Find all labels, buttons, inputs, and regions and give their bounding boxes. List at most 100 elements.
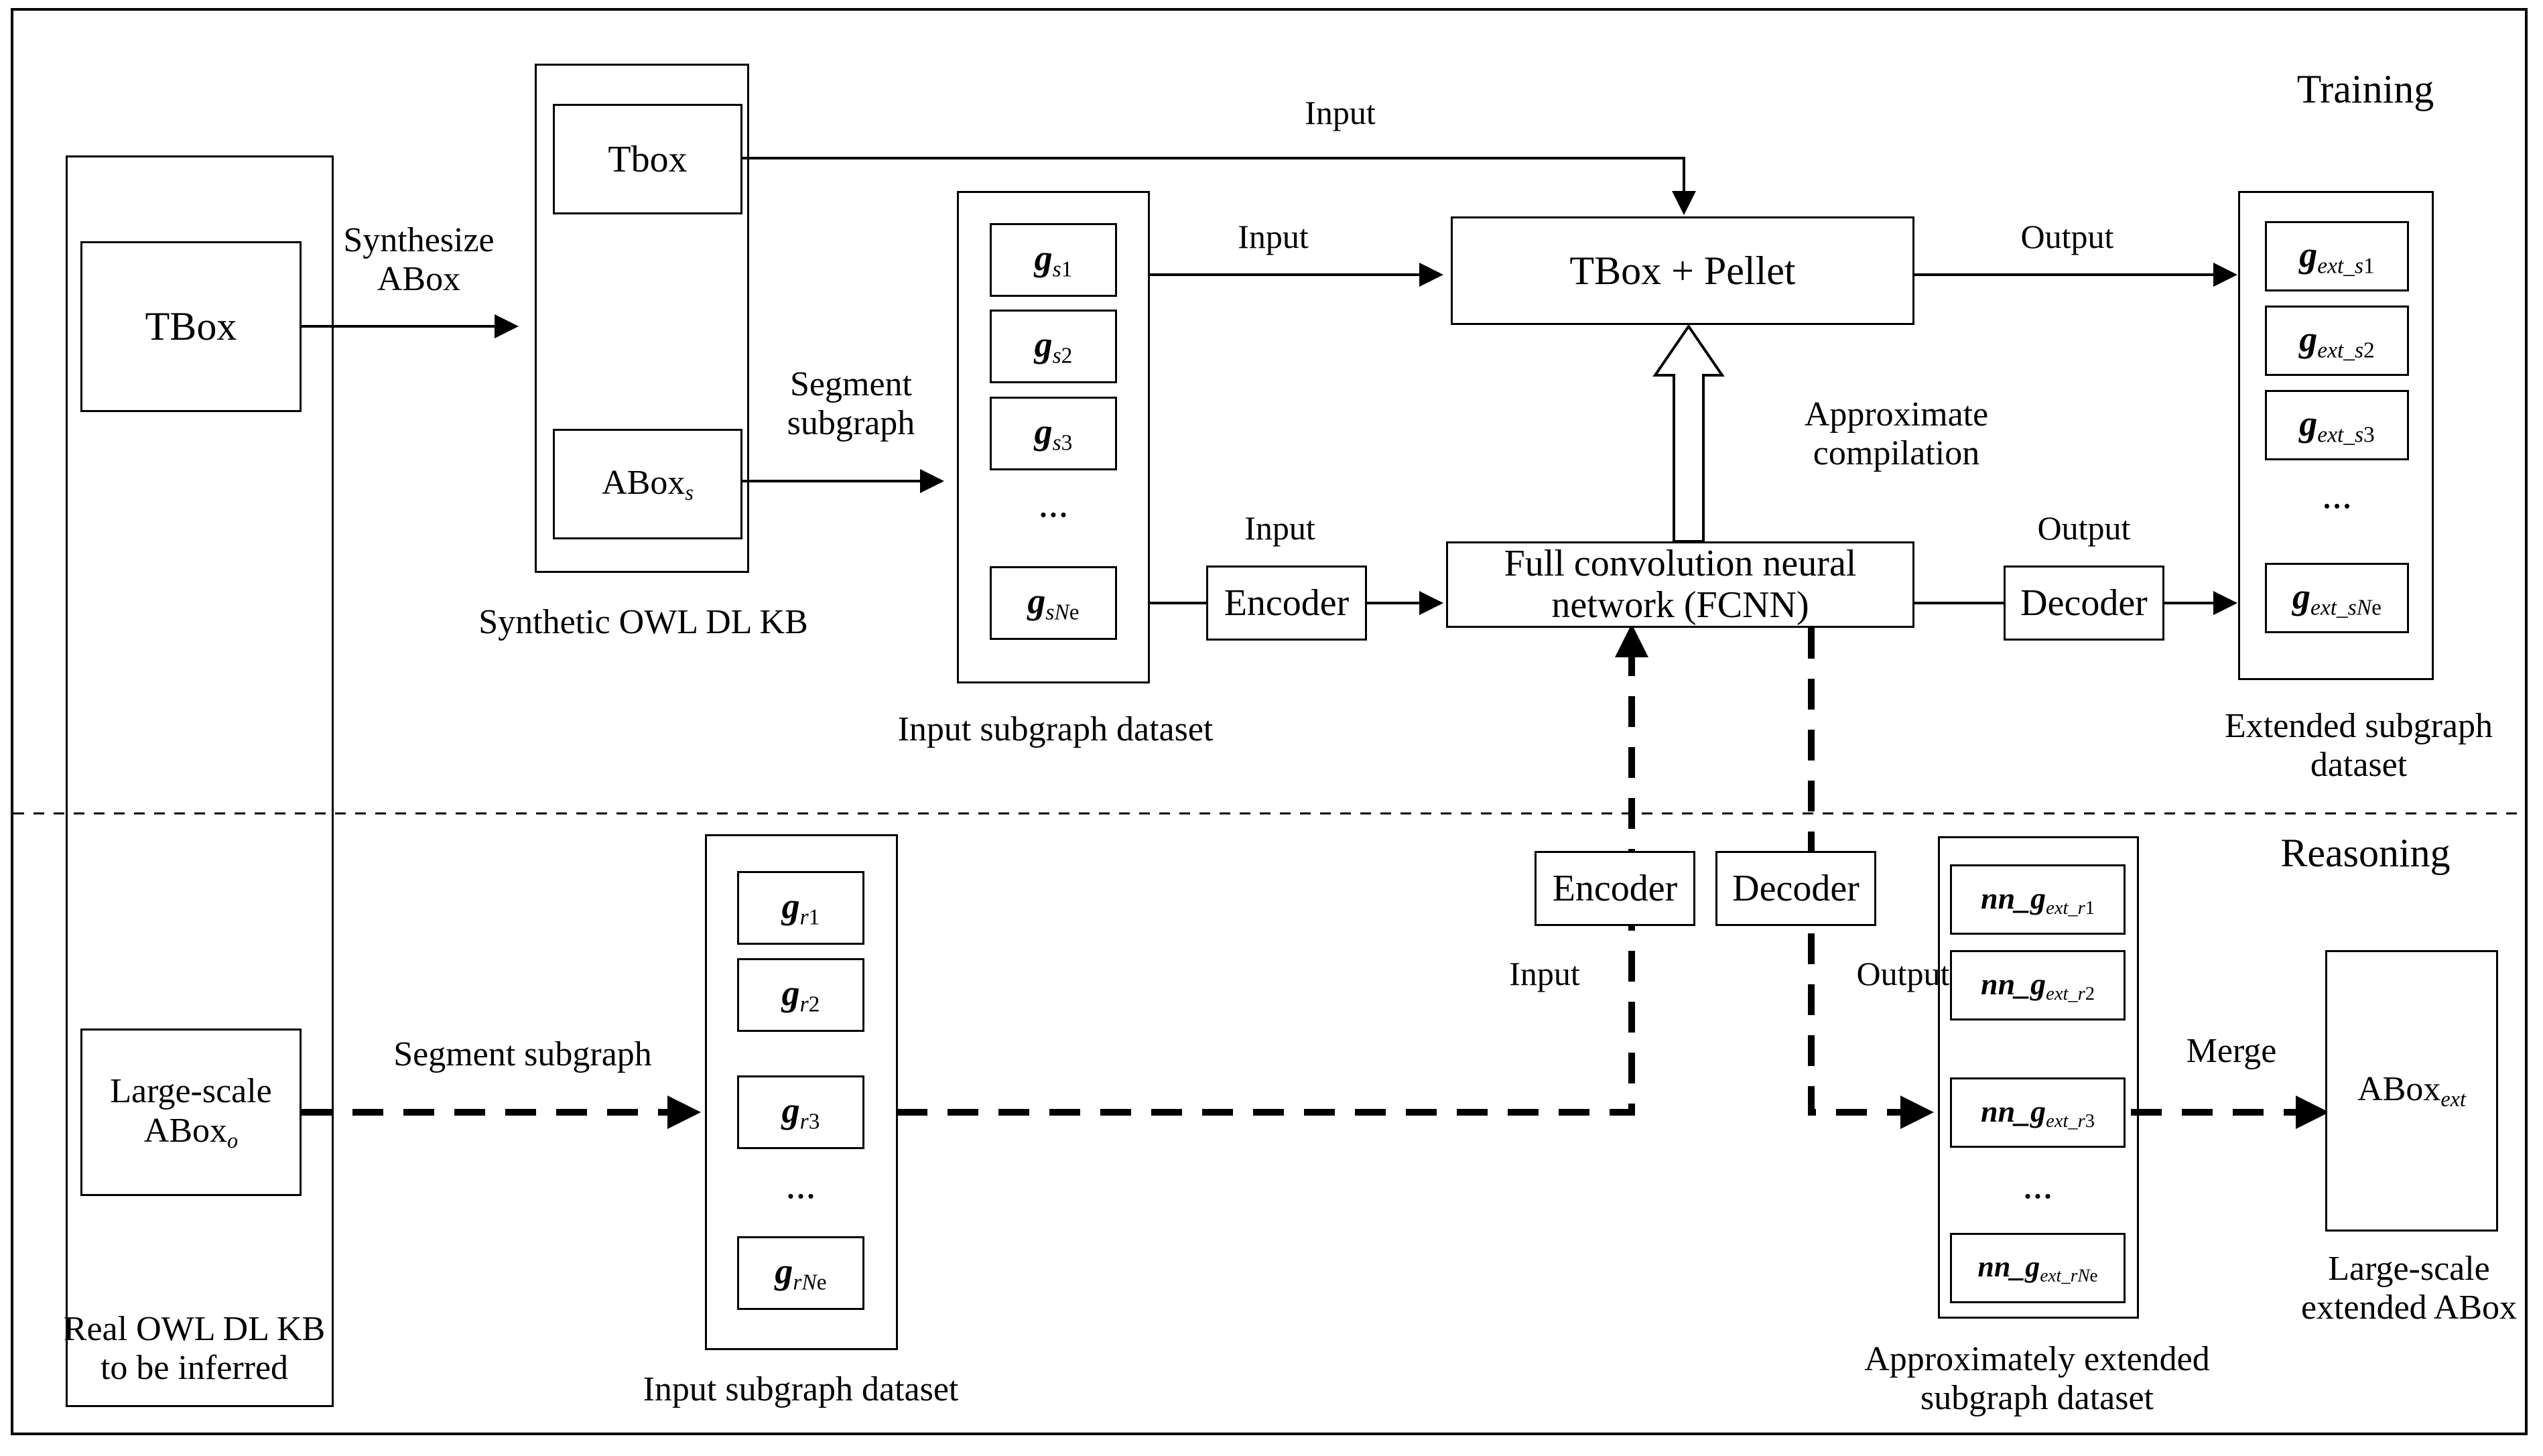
gs2-index: 2 [1061,343,1073,369]
subgraph-ellipsis-training: ... [1038,481,1069,525]
nn-gextrne-base: nn_g [1977,1250,2040,1284]
gextsne-index: e [2371,595,2382,620]
subgraph-ellipsis-reasoning: ... [785,1163,816,1207]
extended-subgraph-dataset [2238,191,2434,680]
subgraph-item-gr3[interactable]: gr3 [737,1075,864,1149]
gexts3-base: g [2299,403,2318,444]
phase-label-reasoning: Reasoning [2280,831,2451,875]
fcnn-box[interactable]: Full convolution neural network (FCNN) [1446,541,1914,628]
gextsne-sub: ext_sN [2310,595,2372,620]
subgraph-item-gsne[interactable]: gsNe [990,566,1117,640]
gexts1-index: 1 [2363,253,2375,279]
subgraph-item-gr1[interactable]: gr1 [737,871,864,945]
gr1-index: 1 [808,905,820,930]
gs2-base: g [1034,324,1053,365]
approximate-compilation-label: Approximate compilation [1804,395,1989,473]
edge-label-merge: Merge [2186,1032,2277,1070]
nn-gextr2-base: nn_g [1980,966,2046,1001]
gs1-index: 1 [1061,257,1073,282]
nn-gextr2-sub: ext_r [2046,983,2085,1004]
gr2-index: 2 [808,992,820,1017]
extended-dataset-caption: Extended subgraph dataset [2224,707,2493,785]
gs3-base: g [1034,411,1053,452]
nn-gextrne-index: e [2089,1265,2098,1286]
abox-ext-box[interactable]: ABoxext [2325,950,2498,1232]
subgraph-item-gs2[interactable]: gs2 [990,310,1117,383]
edge-label-tbox-input: Input [1305,94,1376,131]
approx-item-nn-gextr3[interactable]: nn_gext_r3 [1950,1077,2126,1148]
subgraph-item-gr2[interactable]: gr2 [737,958,864,1032]
input-subgraph-dataset-training [957,191,1150,683]
segment-subgraph-label-training: Segment subgraph [787,365,915,443]
large-scale-abox-label: Large-scale ABox [110,1071,272,1150]
gs1-sub: s [1052,257,1061,282]
gexts3-index: 3 [2363,422,2375,448]
gsne-sub: sN [1045,600,1069,625]
abox-ext-subscript: ext [2440,1087,2466,1112]
gr2-sub: r [799,992,809,1017]
gs3-sub: s [1052,430,1061,456]
input-subgraph-dataset-reasoning [705,834,898,1350]
gr2-base: g [781,973,800,1014]
gr3-base: g [781,1090,800,1131]
decoder-box-reasoning[interactable]: Decoder [1715,851,1876,926]
edge-label-encoder-input: Input [1244,509,1315,547]
nn-gextr2-index: 2 [2085,983,2095,1004]
nn-gextr3-base: nn_g [1980,1094,2046,1128]
gs3-index: 3 [1061,430,1073,456]
extended-item-gexts2[interactable]: gext_s2 [2265,306,2409,376]
synthetic-abox-subscript: s [685,480,694,505]
approx-dataset-caption: Approximately extended subgraph dataset [1864,1340,2210,1418]
approx-item-nn-gextrne[interactable]: nn_gext_rNe [1950,1233,2126,1303]
large-scale-abox-box[interactable]: Large-scale ABoxo [80,1029,302,1196]
gs1-base: g [1034,238,1053,279]
subgraph-item-gs3[interactable]: gs3 [990,397,1117,470]
gr3-sub: r [799,1109,809,1134]
approx-ellipsis: ... [2022,1163,2053,1207]
tbox-pellet-box[interactable]: TBox + Pellet [1451,216,1914,325]
extended-ellipsis: ... [2322,472,2352,517]
gexts2-index: 2 [2363,338,2375,363]
gsne-base: g [1027,581,1046,622]
synthetic-kb-container [535,64,749,573]
synthetic-tbox-box[interactable]: Tbox [553,104,742,214]
approx-extended-dataset [1938,836,2139,1319]
gs2-sub: s [1052,343,1061,369]
edge-label-gs1-input: Input [1238,218,1309,255]
encoder-box-training[interactable]: Encoder [1206,566,1367,641]
subgraph-item-grne[interactable]: grNe [737,1236,864,1310]
source-kb-container [66,155,334,1407]
extended-item-gexts3[interactable]: gext_s3 [2265,390,2409,460]
abox-ext-label: ABox [2357,1070,2441,1109]
nn-gextr3-index: 3 [2085,1110,2095,1132]
phase-label-training: Training [2296,67,2434,111]
grne-index: e [816,1270,827,1295]
approx-item-nn-gextr1[interactable]: nn_gext_r1 [1950,864,2126,935]
nn-gextrne-sub: ext_rN [2040,1265,2090,1286]
gexts2-base: g [2299,318,2318,359]
decoder-box-training[interactable]: Decoder [2004,566,2164,641]
nn-gextr1-base: nn_g [1980,880,2046,915]
input-dataset-caption-reasoning: Input subgraph dataset [643,1370,959,1408]
gsne-index: e [1069,600,1080,625]
approx-item-nn-gextr2[interactable]: nn_gext_r2 [1950,950,2126,1020]
grne-base: g [775,1251,793,1292]
synthetic-kb-caption: Synthetic OWL DL KB [478,603,808,641]
edge-label-decoder-output: Output [2037,509,2131,547]
extended-item-gextsne[interactable]: gext_sNe [2265,563,2409,633]
gr1-base: g [781,886,800,927]
result-caption: Large-scale extended ABox [2300,1250,2518,1327]
gexts1-base: g [2299,234,2318,275]
edge-label-pellet-output: Output [2020,218,2114,255]
synthetic-abox-box[interactable]: ABoxs [553,429,742,539]
tbox-source-box[interactable]: TBox [80,241,302,412]
edge-label-reasoning-output: Output [1856,955,1950,992]
gexts3-sub: ext_s [2317,422,2364,448]
gexts1-sub: ext_s [2317,253,2364,279]
encoder-box-reasoning[interactable]: Encoder [1535,851,1695,926]
extended-item-gexts1[interactable]: gext_s1 [2265,221,2409,291]
subgraph-item-gs1[interactable]: gs1 [990,223,1117,297]
nn-gextr3-sub: ext_r [2046,1110,2085,1132]
gr1-sub: r [799,905,809,930]
